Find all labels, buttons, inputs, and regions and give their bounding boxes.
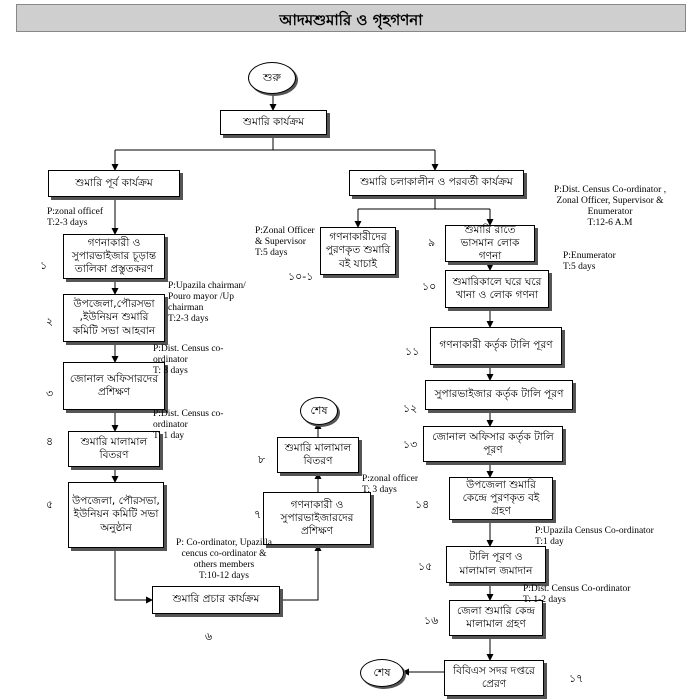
- step-number-13: ১৩: [403, 438, 418, 451]
- note-zonal-2: P:zonal officer T: 3 days: [362, 474, 419, 495]
- note-zonal: P:zonal officef T:2-3 days: [47, 207, 104, 228]
- step-number-3: ৩: [46, 387, 54, 400]
- step-3-box: জোনাল অফিসারদের প্রশিক্ষণ: [63, 362, 165, 410]
- step-number-8: ৮: [258, 453, 266, 466]
- note-enumerator: P:Enumerator T:5 days: [563, 251, 616, 272]
- step-9-box: শুমারি রাতে ভাসমান লোক গণনা: [445, 224, 535, 262]
- step-14-box: উপজেলা শুমারি কেন্দ্রে পুরণকৃত বই গ্রহণ: [449, 477, 553, 520]
- title-bar: আদমশুমারি ও গৃহগণনা: [16, 4, 686, 32]
- step-number-2: ২: [46, 315, 54, 328]
- step-16-box: জেলা শুমারি কেন্দ্র মালামাল গ্রহণ: [449, 600, 543, 636]
- line-during-split: [358, 196, 490, 210]
- note-coordinator: P: Co-ordinator, Upazilla cencus co-ordi…: [176, 538, 272, 581]
- step-number-4: ৪: [46, 435, 54, 448]
- note-dist-all: P:Dist. Census Co-ordinator , Zonal Offi…: [553, 185, 667, 228]
- step-8-box: শুমারি মালামাল বিতরণ: [277, 437, 359, 473]
- note-upazila-chairman: P:Upazila chairman/ Pouro mayor /Up chai…: [168, 281, 246, 324]
- census-program-box: শুমারি কার্যক্রম: [220, 110, 327, 135]
- step-number-1: ১: [40, 259, 48, 272]
- step-1-box: গণনাকারী ও সুপারভাইজার চূড়ান্ত তালিকা প…: [63, 234, 165, 279]
- step-5-box: উপজেলা, পৌরসভা, ইউনিয়ন কমিটি সভা অনুষ্ঠ…: [68, 482, 164, 548]
- step-13-box: জোনাল অফিসার কর্তৃক টালি পূরণ: [423, 426, 563, 462]
- page-title: আদমশুমারি ও গৃহগণনা: [279, 11, 423, 29]
- end-node-bottom: শেষ: [360, 659, 404, 687]
- step-number-5: ৫: [46, 498, 54, 511]
- note-dist-3: P:Dist. Census Co-ordinator T: 1-2 days: [523, 584, 631, 605]
- step-2-box: উপজেলা,পৌরসভা ,ইউনিয়ন শুমারি কমিটি সভা …: [63, 294, 165, 342]
- end-node-middle: শেষ: [300, 397, 338, 425]
- note-dist-2: P:Dist. Census co- ordinator T: 1 day: [153, 409, 224, 441]
- note-upazila-census: P:Upazila Census Co-ordinator T:1 day: [535, 526, 654, 547]
- step-15-box: টালি পূরণ ও মালামাল জমাদান: [446, 546, 546, 583]
- step-10-1-box: গণনাকারীদের পুরণকৃত শুমারি বই যাচাই: [320, 227, 396, 275]
- step-7-box: গণনাকারী ও সুপারভাইজারদের প্রশিক্ষণ: [263, 492, 371, 545]
- step-number-11: ১১: [405, 345, 420, 358]
- step-number-15: ১৫: [418, 560, 433, 573]
- line-program-split: [115, 135, 435, 151]
- step-number-9: ৯: [428, 236, 436, 249]
- arrow-m6-m7: [280, 544, 322, 601]
- step-number-14: ১৪: [415, 498, 430, 511]
- step-11-box: গণনাকারী কর্তৃক টালি পূরণ: [430, 327, 562, 365]
- step-6-box: শুমারি প্রচার কার্যক্রম: [152, 586, 280, 614]
- note-zonal-supervisor: P:Zonal Officer & Supervisor T:5 days: [255, 226, 315, 258]
- step-number-17: ১৭: [569, 672, 584, 685]
- arrow-l5-m6: [114, 548, 153, 604]
- step-number-10-1: ১০-১: [288, 270, 314, 283]
- pre-census-box: শুমারি পূর্ব কার্যক্রম: [48, 170, 180, 197]
- step-17-box: বিবিএস সদর দপ্তরে প্রেরণ: [444, 660, 544, 696]
- step-number-7: ৭: [254, 508, 262, 521]
- during-post-box: শুমারি চলাকালীন ও পরবর্তী কার্যক্রম: [349, 170, 524, 196]
- step-12-box: সুপারভাইজার কর্তৃক টালি পূরণ: [425, 380, 573, 410]
- step-10-box: শুমারিকালে ঘরে ঘরে খানা ও লোক গণনা: [445, 270, 549, 308]
- step-4-box: শুমারি মালামাল বিতরণ: [68, 431, 160, 467]
- note-dist-1: P:Dist. Census co- ordinator T: 3 days: [153, 344, 224, 376]
- step-number-10: ১০: [422, 280, 437, 293]
- step-number-16: ১৬: [424, 614, 439, 627]
- step-number-12: ১২: [403, 402, 418, 415]
- start-node: শুরু: [248, 62, 296, 94]
- step-number-6: ৬: [205, 630, 213, 643]
